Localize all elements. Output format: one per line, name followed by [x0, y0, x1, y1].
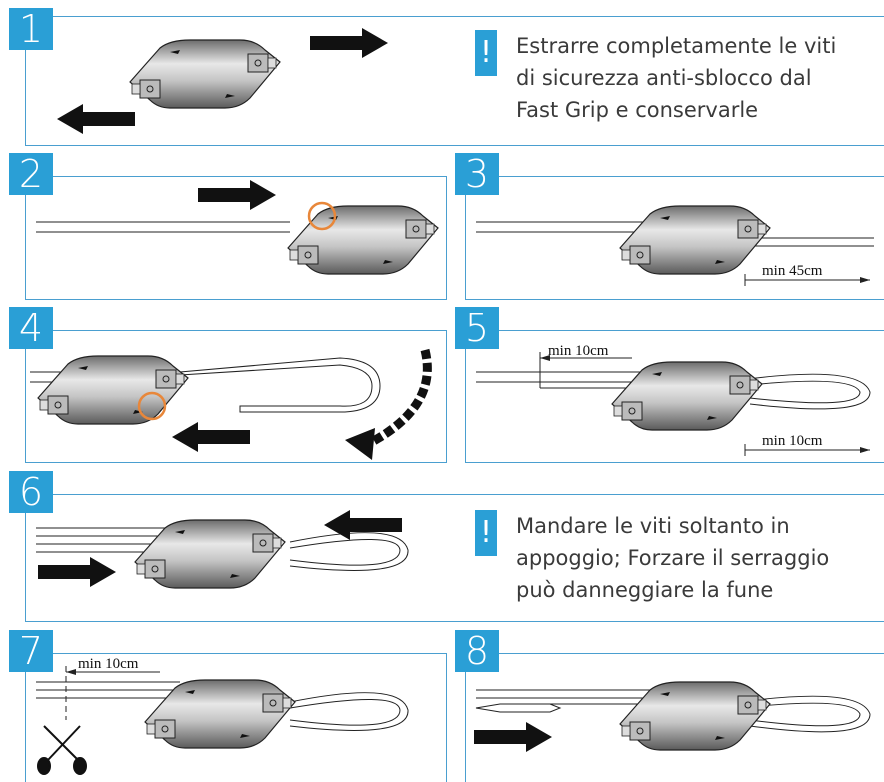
step-number-1: 1	[9, 8, 53, 50]
step-number-2: 2	[9, 153, 53, 195]
step-3-illustration: min 45cm	[476, 205, 874, 286]
measure-step5-a: min 10cm	[548, 343, 609, 359]
step-number-4: 4	[9, 307, 53, 349]
step-panel-2	[25, 176, 447, 300]
step-4-illustration	[30, 348, 432, 460]
step-panel-6	[25, 494, 884, 622]
step-number-7: 7	[9, 630, 53, 672]
step-number-3: 3	[455, 153, 499, 195]
step-panel-5	[465, 330, 884, 463]
warning-icon: !	[475, 510, 497, 556]
step-number-6: 6	[9, 471, 53, 513]
step-number-5: 5	[455, 307, 499, 349]
step-8-illustration	[474, 681, 871, 752]
step-panel-8	[465, 653, 884, 782]
note-tighten-screws: Mandare le viti soltanto in appoggio; Fo…	[516, 514, 830, 602]
measure-step7: min 10cm	[78, 656, 139, 672]
measure-step5-b: min 10cm	[762, 433, 823, 449]
step-panel-4	[25, 330, 447, 463]
step-panel-3	[465, 176, 884, 300]
measure-step3: min 45cm	[762, 263, 823, 279]
step-panel-1	[25, 16, 884, 146]
step-6-illustration	[36, 510, 409, 589]
step-1-illustration	[57, 28, 388, 134]
warning-icon: !	[475, 30, 497, 76]
step-panel-7	[25, 653, 447, 782]
step-7-illustration: min 10cm	[36, 656, 409, 775]
step-number-8: 8	[455, 630, 499, 672]
note-remove-screws: Estrarre completamente le viti di sicure…	[516, 34, 837, 122]
step-5-illustration: min 10cm min 10cm	[476, 343, 871, 456]
scissors-icon	[37, 725, 87, 775]
step-2-illustration	[36, 180, 439, 275]
